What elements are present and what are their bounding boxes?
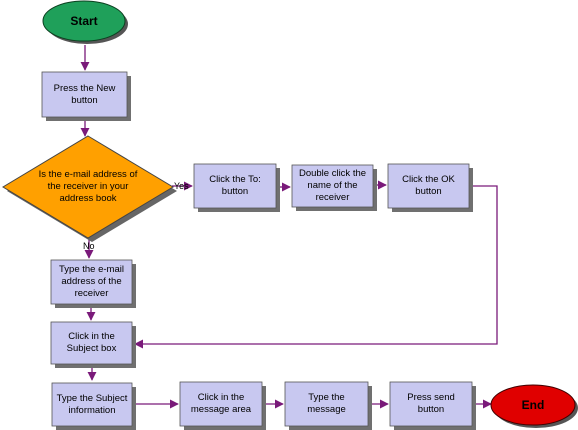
start-node bbox=[42, 0, 128, 44]
edge-click-ok-to-click-subject bbox=[134, 185, 498, 349]
connectors bbox=[80, 45, 498, 409]
edge-label-yes: Yes bbox=[174, 181, 189, 191]
process-boxes bbox=[41, 71, 476, 430]
edge-label-no: No bbox=[83, 241, 95, 251]
decision-node bbox=[2, 135, 177, 242]
end-node bbox=[490, 384, 578, 428]
